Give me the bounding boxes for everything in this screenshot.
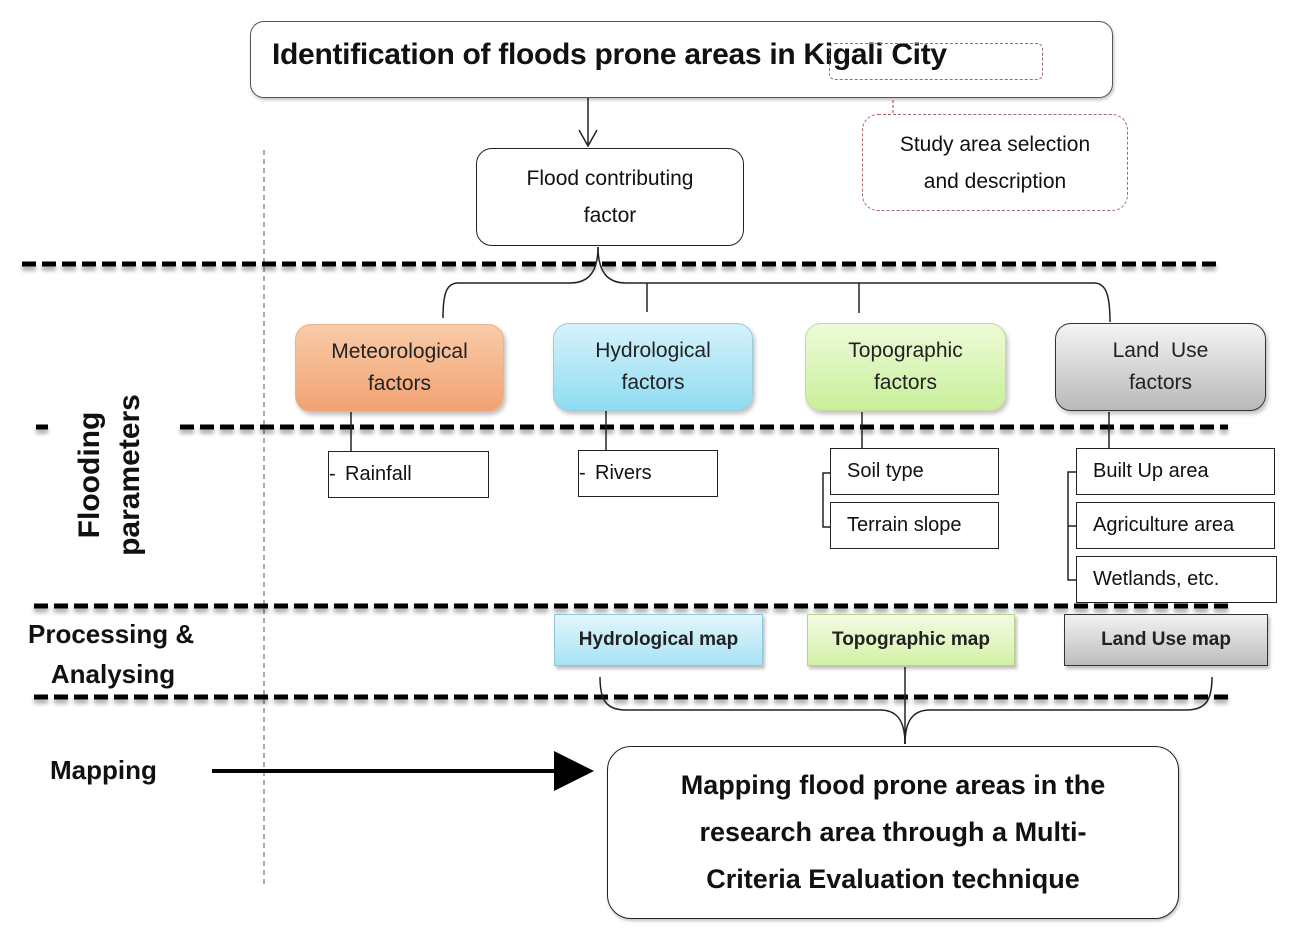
- processing-label-line1: Processing &: [28, 619, 195, 649]
- factor-topographic: Topographic factors: [805, 323, 1006, 411]
- factor-label: Meteorological: [331, 340, 468, 363]
- param-wetlands: Wetlands, etc.: [1076, 556, 1277, 603]
- dash-marker: -: [579, 462, 586, 484]
- param-agriculture-area: Agriculture area: [1076, 502, 1275, 549]
- factor-label: Topographic: [848, 339, 963, 362]
- flooding-label-line2: parameters: [113, 394, 146, 556]
- factor-label: Hydrological: [595, 339, 711, 362]
- title-prefix: Identification of floods prone areas: [272, 38, 762, 71]
- map-topographic: Topographic map: [807, 614, 1015, 666]
- param-terrain-slope: Terrain slope: [830, 502, 999, 549]
- study-area-line1: Study area selection: [899, 132, 1091, 156]
- study-area-box: Study area selection and description: [862, 114, 1128, 211]
- section-label-flooding-parameters: Flooding parameters: [70, 350, 160, 600]
- param-label: Rivers: [595, 462, 652, 484]
- param-label: Soil type: [847, 460, 924, 482]
- result-line1: Mapping flood prone areas in the: [680, 770, 1106, 800]
- processing-label-line2: Analysing: [50, 659, 176, 689]
- study-area-line2: and description: [923, 169, 1067, 193]
- section-label-mapping: Mapping: [50, 755, 157, 785]
- param-label: Built Up area: [1093, 460, 1209, 482]
- factor-label: factors: [1128, 371, 1192, 394]
- flood-factor-line2: factor: [583, 204, 637, 227]
- factor-meteorological: Meteorological factors: [295, 324, 504, 412]
- factor-land-use: Land Use factors: [1055, 323, 1266, 411]
- factor-label: factors: [367, 372, 431, 395]
- flood-contributing-factor-box: Flood contributing factor: [476, 148, 744, 246]
- map-land-use: Land Use map: [1064, 614, 1268, 666]
- factor-label: factors: [873, 371, 937, 394]
- param-built-up-area: Built Up area: [1076, 448, 1275, 495]
- result-line2: research area through a Multi-: [699, 817, 1087, 847]
- dash-marker: -: [329, 463, 336, 485]
- flooding-label-line1: Flooding: [73, 411, 106, 539]
- flood-factor-line1: Flood contributing: [526, 167, 694, 190]
- param-rivers: - Rivers: [578, 450, 718, 497]
- study-area-highlight: [829, 43, 1043, 80]
- param-label: Agriculture area: [1093, 514, 1235, 536]
- param-label: Rainfall: [345, 463, 412, 485]
- result-box: Mapping flood prone areas in the researc…: [607, 746, 1179, 919]
- param-rainfall: - Rainfall: [328, 451, 489, 498]
- param-soil-type: Soil type: [830, 448, 999, 495]
- map-hydrological: Hydrological map: [554, 614, 763, 666]
- param-label: Wetlands, etc.: [1093, 568, 1220, 590]
- result-line3: Criteria Evaluation technique: [706, 864, 1080, 894]
- title-box: [250, 21, 1113, 98]
- param-label: Terrain slope: [847, 514, 962, 536]
- factor-label: Land Use: [1112, 339, 1209, 362]
- factor-hydrological: Hydrological factors: [553, 323, 753, 411]
- section-label-processing: Processing & Analysing: [28, 614, 228, 694]
- factor-label: factors: [621, 371, 685, 394]
